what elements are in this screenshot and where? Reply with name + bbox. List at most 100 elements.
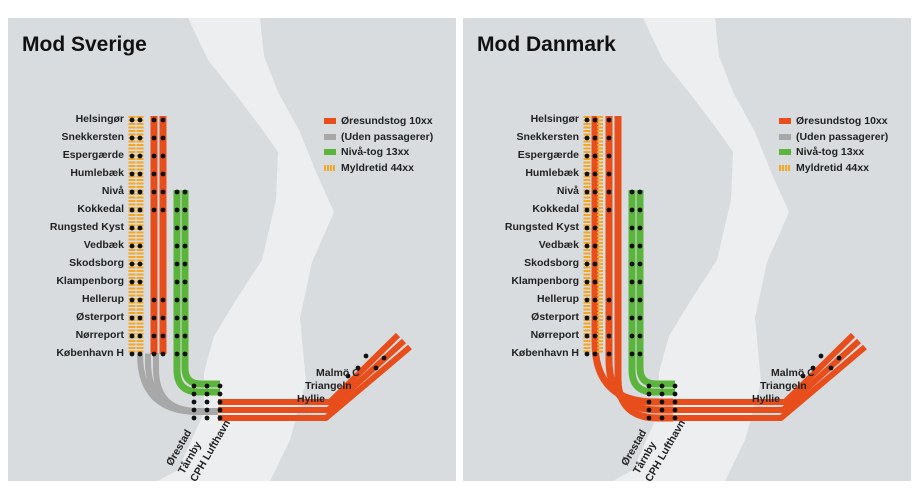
station-label: Espergærde — [517, 149, 579, 161]
stop-dot — [174, 225, 180, 231]
stop-dot — [182, 333, 188, 339]
stop-dot — [151, 117, 157, 123]
station-label: København H — [56, 347, 124, 359]
stop-dot — [151, 171, 157, 177]
stop-dot — [363, 353, 369, 359]
stop-dot — [606, 351, 612, 357]
track-east-2 — [673, 344, 867, 421]
stop-dot — [637, 225, 643, 231]
stop-dot — [345, 373, 351, 379]
station-label: Snekkersten — [61, 131, 124, 143]
track-east-0 — [673, 332, 856, 405]
track-uden-2 — [153, 353, 218, 414]
stop-dot — [174, 333, 180, 339]
stop-dot — [637, 333, 643, 339]
stop-dot — [659, 407, 665, 413]
stop-dot — [151, 333, 157, 339]
land-skane — [715, 18, 911, 481]
stop-dot — [160, 315, 166, 321]
stop-dot — [160, 333, 166, 339]
stop-dot — [646, 399, 652, 405]
stop-dot — [659, 399, 665, 405]
stop-dot — [137, 351, 143, 357]
stop-dot — [191, 391, 197, 397]
legend-swatch — [324, 164, 336, 171]
stop-dot — [129, 279, 135, 285]
station-label: Østerport — [76, 311, 124, 323]
stop-dot — [672, 399, 678, 405]
stop-dot — [659, 383, 665, 389]
stop-dot — [160, 351, 166, 357]
station-label: Malmö C — [316, 367, 360, 379]
stop-dot — [129, 135, 135, 141]
station-label: Hyllie — [752, 393, 781, 405]
stop-dot — [592, 243, 598, 249]
legend-swatch — [324, 118, 336, 124]
stop-dot — [191, 383, 197, 389]
stop-dot — [182, 207, 188, 213]
station-label: Rungsted Kyst — [504, 221, 579, 233]
stop-dot — [592, 315, 598, 321]
legend-label: Øresundstog 10xx — [341, 115, 433, 127]
stop-dot — [129, 333, 135, 339]
stop-dot — [637, 189, 643, 195]
stop-dot — [592, 351, 598, 357]
stop-dot — [606, 315, 612, 321]
stop-dot — [659, 391, 665, 397]
legend-label: Øresundstog 10xx — [796, 115, 888, 127]
stop-dot — [584, 315, 590, 321]
stop-dot — [584, 225, 590, 231]
stop-dot — [672, 383, 678, 389]
station-label: Helsingør — [530, 113, 579, 125]
stop-dot — [129, 225, 135, 231]
station-label: Vedbæk — [538, 239, 579, 251]
stop-dot — [204, 407, 210, 413]
stop-dot — [137, 153, 143, 159]
stop-dot — [204, 415, 210, 421]
station-label: Snekkersten — [516, 131, 579, 143]
stop-dot — [606, 189, 612, 195]
stop-dot — [637, 297, 643, 303]
stop-dot — [672, 407, 678, 413]
stop-dot — [182, 189, 188, 195]
stop-dot — [629, 333, 635, 339]
station-label: Humlebæk — [70, 167, 124, 179]
station-label: Nørreport — [75, 329, 124, 341]
panel-title: Mod Danmark — [477, 33, 616, 56]
stop-dot — [637, 351, 643, 357]
stop-dot — [174, 351, 180, 357]
stop-dot — [160, 297, 166, 303]
station-label: Skodsborg — [524, 257, 579, 269]
stop-dot — [828, 365, 834, 371]
stop-dot — [151, 351, 157, 357]
stop-dot — [672, 415, 678, 421]
map-danmark — [463, 18, 911, 481]
stop-dot — [137, 315, 143, 321]
station-label: Østerport — [531, 311, 579, 323]
legend-swatch — [779, 133, 791, 140]
stop-dot — [629, 297, 635, 303]
legend-label: (Uden passagerer) — [341, 130, 434, 143]
stop-dot — [137, 279, 143, 285]
stop-dot — [381, 355, 387, 361]
station-label: Helsingør — [75, 113, 124, 125]
station-label: Nivå — [101, 185, 124, 197]
stop-dot — [629, 225, 635, 231]
stop-dot — [217, 383, 223, 389]
station-label: Klampenborg — [511, 275, 579, 287]
stop-dot — [606, 171, 612, 177]
stop-dot — [217, 407, 223, 413]
stop-dot — [137, 297, 143, 303]
stop-dot — [129, 153, 135, 159]
stop-dot — [129, 189, 135, 195]
stop-dot — [182, 297, 188, 303]
stop-dot — [137, 243, 143, 249]
stop-dot — [637, 279, 643, 285]
stop-dot — [592, 171, 598, 177]
station-label: København H — [511, 347, 579, 359]
stop-dot — [800, 373, 806, 379]
station-label: Hyllie — [297, 393, 326, 405]
stop-dot — [818, 353, 824, 359]
station-label: Klampenborg — [56, 275, 124, 287]
stop-dot — [672, 391, 678, 397]
